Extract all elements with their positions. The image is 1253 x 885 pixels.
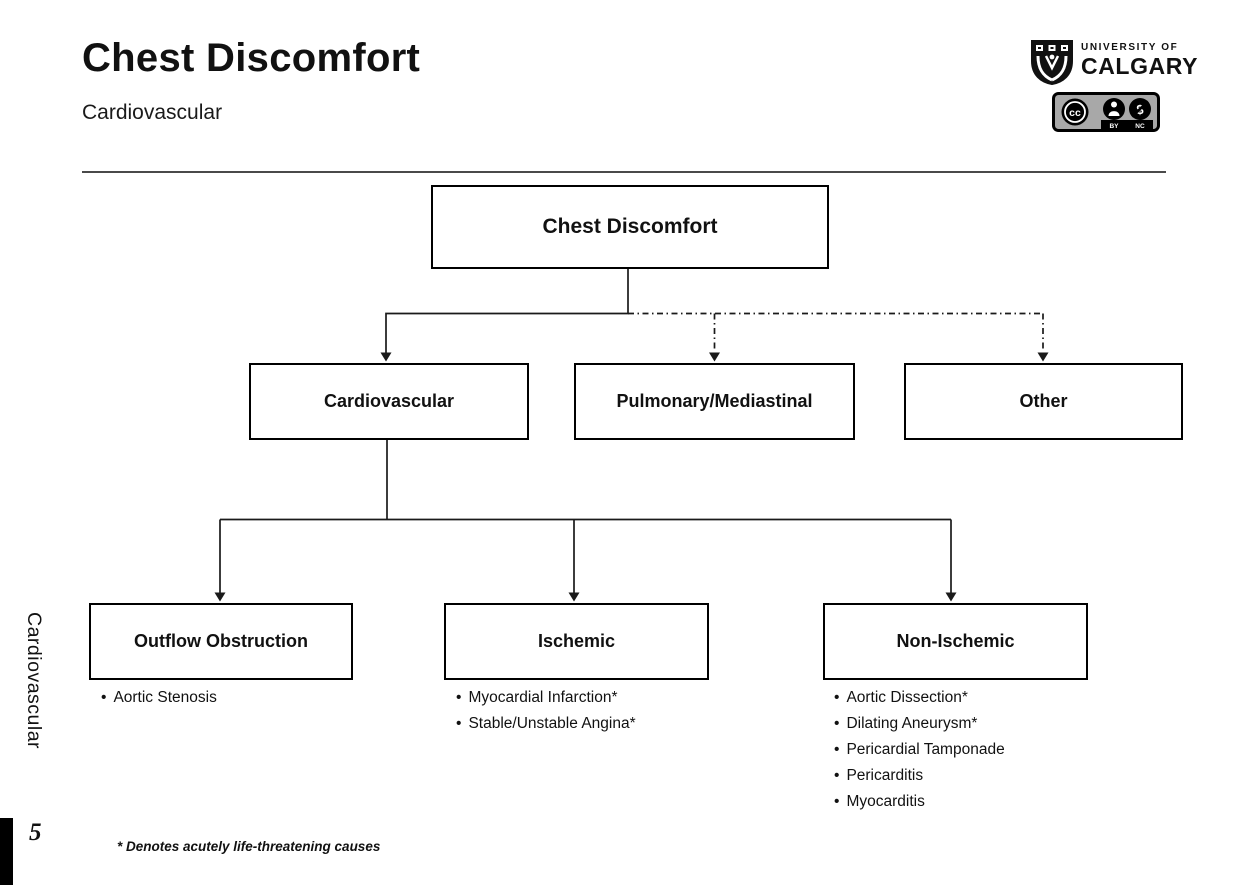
list-item: Pericardial Tamponade	[834, 737, 1004, 763]
node-non-ischemic: Non-Ischemic	[823, 603, 1088, 680]
node-other: Other	[904, 363, 1183, 440]
cc-nc-label: NC	[1135, 123, 1145, 130]
node-chest-discomfort-label: Chest Discomfort	[542, 215, 718, 238]
cc-icon: cc	[1061, 98, 1089, 126]
node-cardiovascular-label: Cardiovascular	[323, 391, 455, 411]
arrowhead-cardiovascular	[380, 352, 392, 362]
node-outflow-obstruction: Outflow Obstruction	[89, 603, 353, 680]
node-pulmonary-mediastinal-label: Pulmonary/Mediastinal	[616, 391, 813, 411]
uofc-wordmark-line2: CALGARY	[1081, 53, 1199, 79]
cc-by-person-icon	[1103, 98, 1125, 120]
outflow-obstruction-causes-list: Aortic Stenosis	[101, 685, 216, 711]
list-item: Aortic Stenosis	[101, 685, 216, 711]
node-other-label: Other	[1019, 391, 1068, 411]
node-non-ischemic-label: Non-Ischemic	[896, 631, 1015, 651]
page-subtitle: Cardiovascular	[82, 101, 223, 124]
node-pulmonary-mediastinal: Pulmonary/Mediastinal	[574, 363, 855, 440]
arrowhead-other	[1037, 352, 1049, 362]
list-item: Pericarditis	[834, 763, 1005, 789]
arrowhead-ischemic	[568, 592, 580, 602]
arrowhead-outflow	[214, 592, 226, 602]
list-item: Dilating Aneurysm*	[834, 711, 1005, 737]
arrowhead-non-ischemic	[945, 592, 957, 602]
ischemic-causes-list: Myocardial Infarction* Stable/Unstable A…	[456, 685, 636, 737]
uofc-crest-icon	[1031, 40, 1073, 86]
cc-by-label: BY	[1109, 123, 1119, 130]
node-outflow-obstruction-label: Outflow Obstruction	[134, 631, 308, 651]
node-ischemic-label: Ischemic	[537, 631, 616, 651]
node-chest-discomfort: Chest Discomfort	[431, 185, 829, 269]
non-ischemic-causes-list: Aortic Dissection* Dilating Aneurysm* Pe…	[834, 685, 1005, 815]
section-label-vertical: Cardiovascular	[23, 612, 45, 750]
uofc-wordmark-line1: UNIVERSITY OF	[1081, 42, 1179, 53]
node-ischemic: Ischemic	[444, 603, 709, 680]
page-number-bar	[0, 818, 13, 885]
list-item: Stable/Unstable Angina*	[456, 711, 635, 737]
footnote: * Denotes acutely life-threatening cause…	[117, 839, 381, 854]
edge-root-to-cardiovascular	[385, 267, 629, 353]
list-item: Aortic Dissection*	[834, 685, 1005, 711]
svg-text:cc: cc	[1069, 107, 1081, 119]
uofc-wordmark: UNIVERSITY OF CALGARY	[1081, 43, 1198, 78]
node-cardiovascular: Cardiovascular	[249, 363, 529, 440]
cc-nc-dollar-icon: $	[1129, 98, 1151, 120]
page-number: 5	[29, 819, 42, 846]
cc-by-nc-license-badge: cc $ BY NC	[1052, 92, 1160, 132]
list-item: Myocardial Infarction*	[456, 685, 636, 711]
arrowhead-pulmonary	[709, 352, 720, 362]
page-title: Chest Discomfort	[82, 36, 421, 80]
header-divider	[82, 171, 1166, 173]
list-item: Myocarditis	[834, 789, 1005, 815]
